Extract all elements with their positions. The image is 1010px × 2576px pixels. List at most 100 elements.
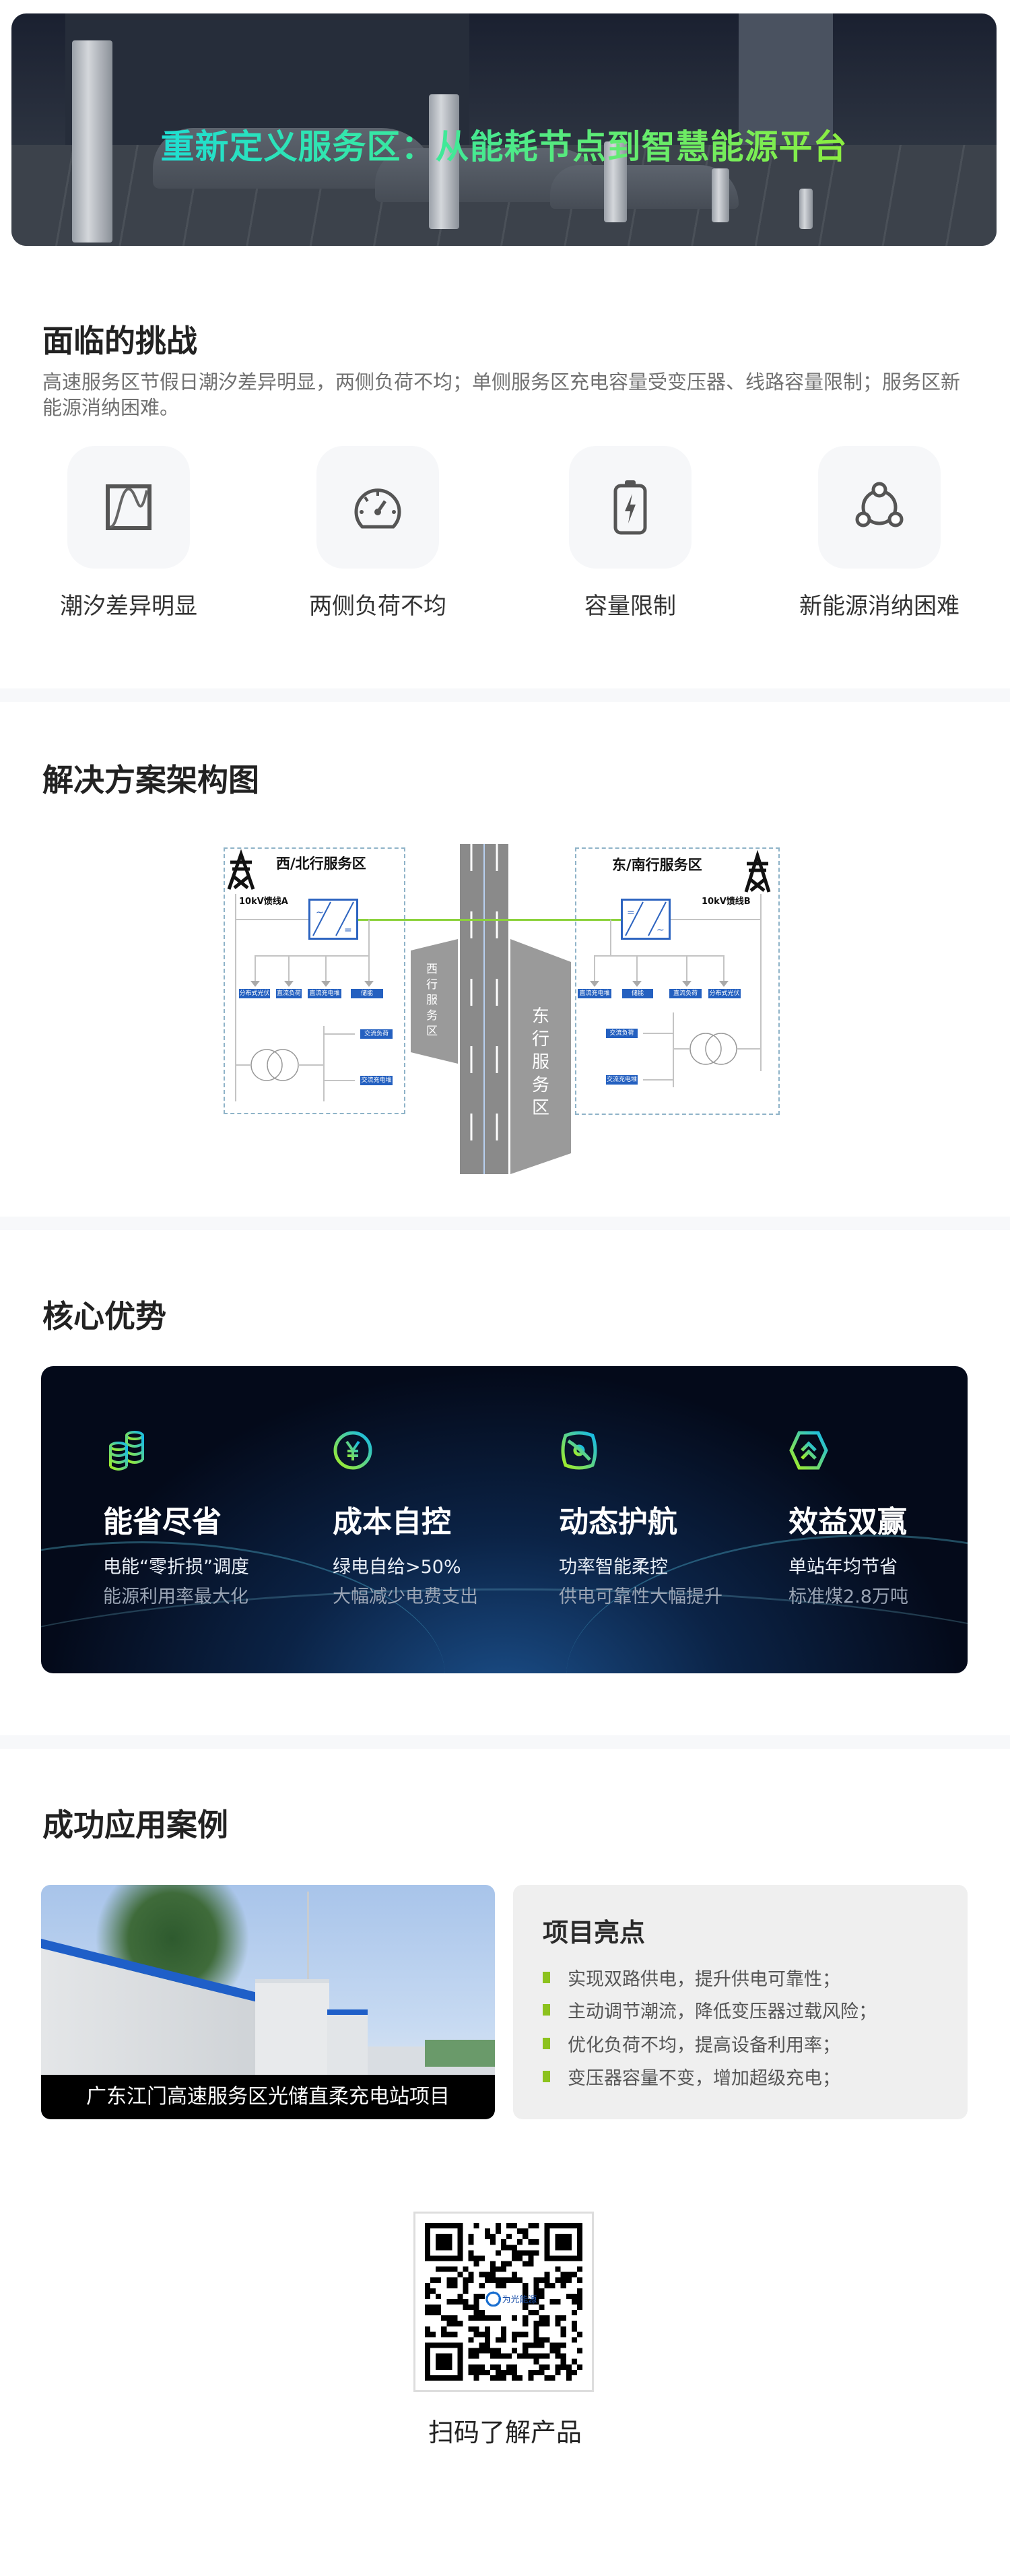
highlight-text: 变压器容量不变，增加超级充电；: [568, 2068, 840, 2089]
dc-load-box: 储能: [622, 989, 653, 998]
bullet-icon: [543, 2071, 550, 2082]
case-caption: 广东江门高速服务区光储直柔充电站项目: [41, 2075, 495, 2119]
highlight-item: 主动调节潮流，降低变压器过载风险；: [543, 1997, 877, 2023]
dc-load-box: 直流负荷: [669, 989, 702, 998]
advantage-title: 成本自控: [333, 1505, 451, 1539]
cabinet-image: [255, 1979, 329, 2080]
highlight-text: 优化负荷不均，提高设备利用率；: [568, 2035, 840, 2056]
ac-load-box: 交流负荷: [360, 1029, 393, 1039]
architecture-diagram: 西/北行服务区 东/南行服务区 10kV馈线A 10kV馈线B 西行服务区 东行…: [202, 829, 808, 1179]
east-area-label: 东行服务区: [532, 1006, 550, 1118]
network-nodes-icon: [855, 482, 904, 527]
battery-charging-icon: [613, 480, 647, 535]
challenge-label: 容量限制: [584, 593, 676, 620]
highlight-item: 实现双路供电，提升供电可靠性；: [543, 1964, 840, 1991]
qr-caption: 扫码了解产品: [428, 2418, 582, 2447]
power-tower-icon: [227, 849, 255, 890]
hero-banner: 重新定义服务区：从能耗节点到智慧能源平台: [11, 13, 997, 246]
feeder-b-label: 10kV馈线B: [702, 897, 751, 907]
cabinet-image: [327, 2009, 368, 2077]
challenge-label: 两侧负荷不均: [309, 593, 446, 620]
ac-load-box: 交流充电堆: [606, 1075, 638, 1085]
dc-load-box: 储能: [351, 989, 383, 998]
challenge-label: 潮汐差异明显: [60, 593, 197, 620]
hexagon-up-icon: [789, 1431, 828, 1470]
advantage-line1: 电能“零折损”调度: [103, 1557, 249, 1578]
challenge-label: 新能源消纳困难: [799, 593, 960, 620]
highlight-item: 优化负荷不均，提高设备利用率；: [543, 2030, 840, 2057]
bullet-icon: [543, 2004, 550, 2016]
west-area-block: [411, 939, 458, 1064]
yuan-coin-icon: [333, 1431, 372, 1470]
hero-title: 重新定义服务区：从能耗节点到智慧能源平台: [11, 120, 997, 168]
highlights-title: 项目亮点: [543, 1918, 646, 1947]
ac-load-box: 交流负荷: [606, 1029, 638, 1038]
svg-text:~: ~: [316, 907, 324, 918]
dc-interconnect-line: [358, 919, 621, 921]
advantage-line2: 供电可靠性大幅提升: [559, 1586, 722, 1607]
section-divider: [0, 1217, 1010, 1230]
dc-load-box: 直流负荷: [276, 989, 302, 998]
highlight-text: 实现双路供电，提升供电可靠性；: [568, 1969, 840, 1990]
feeder-a-label: 10kV馈线A: [239, 897, 288, 907]
converter-icon: =~: [621, 899, 671, 940]
qr-code[interactable]: 为光能源: [413, 2212, 594, 2392]
east-zone-title: 东/南行服务区: [612, 857, 702, 873]
dc-load-box: 直流充电堆: [578, 989, 611, 998]
transformer-icon: [250, 1049, 283, 1081]
converter-icon: ~=: [308, 899, 358, 940]
challenge-tile-tidal: [67, 446, 190, 569]
charger-image: [604, 141, 627, 222]
west-zone-title: 西/北行服务区: [276, 856, 366, 872]
svg-text:=: =: [627, 907, 635, 918]
dc-load-box: 直流充电堆: [308, 989, 341, 998]
charger-image: [712, 168, 729, 222]
highlight-item: 变压器容量不变，增加超级充电；: [543, 2063, 840, 2090]
challenge-tile-renewable: [818, 446, 941, 569]
charger-image: [429, 94, 459, 229]
advantage-line1: 单站年均节省: [788, 1557, 898, 1578]
car-image: [550, 165, 739, 209]
dynamic-orbit-icon: [561, 1431, 597, 1470]
road-graphic: [227, 844, 771, 1174]
bullet-icon: [543, 1972, 550, 1983]
east-service-zone: [575, 847, 780, 1115]
challenge-tile-load: [316, 446, 439, 569]
gauge-icon: [354, 488, 401, 529]
section-title-advantages: 核心优势: [42, 1298, 166, 1334]
advantages-card: 能省尽省 电能“零折损”调度 能源利用率最大化 成本自控 绿电自给>50% 大幅…: [41, 1366, 968, 1673]
bullet-icon: [543, 2038, 550, 2049]
section-divider: [0, 1735, 1010, 1749]
east-area-block: [510, 939, 571, 1174]
challenges-description: 高速服务区节假日潮汐差异明显，两侧负荷不均；单侧服务区充电容量受变压器、线路容量…: [42, 371, 961, 419]
svg-text:~: ~: [656, 925, 665, 936]
advantage-title: 动态护航: [559, 1505, 677, 1539]
charger-image: [72, 40, 112, 243]
power-tower-icon: [744, 849, 771, 893]
svg-text:为光能源: 为光能源: [502, 2295, 537, 2305]
section-divider: [0, 688, 1010, 702]
west-service-zone: [224, 847, 405, 1114]
coins-stack-icon: [109, 1431, 144, 1471]
challenge-tile-capacity: [569, 446, 692, 569]
wave-chart-icon: [106, 484, 152, 530]
highlights-card: 项目亮点 实现双路供电，提升供电可靠性； 主动调节潮流，降低变压器过载风险； 优…: [513, 1885, 968, 2119]
section-title-architecture: 解决方案架构图: [42, 762, 259, 798]
advantage-line2: 标准煤2.8万吨: [788, 1586, 908, 1607]
dc-load-box: 分布式光伏: [239, 989, 270, 998]
advantage-title: 效益双赢: [788, 1505, 907, 1539]
advantage-line1: 功率智能柔控: [559, 1557, 668, 1578]
advantage-line2: 能源利用率最大化: [103, 1586, 248, 1607]
charger-image: [799, 189, 813, 229]
highlight-text: 主动调节潮流，降低变压器过载风险；: [568, 2001, 877, 2022]
ac-load-box: 交流充电堆: [360, 1076, 393, 1085]
transformer-icon: [689, 1033, 722, 1065]
case-photo: 广东江门高速服务区光储直柔充电站项目: [41, 1885, 495, 2119]
section-title-cases: 成功应用案例: [42, 1807, 228, 1843]
advantage-title: 能省尽省: [103, 1505, 222, 1539]
dc-load-box: 分布式光伏: [708, 989, 741, 998]
advantage-line2: 大幅减少电费支出: [333, 1586, 478, 1607]
qr-code-image: 为光能源: [425, 2223, 582, 2381]
west-area-label: 西行服务区: [426, 963, 438, 1038]
svg-text:=: =: [344, 925, 352, 936]
